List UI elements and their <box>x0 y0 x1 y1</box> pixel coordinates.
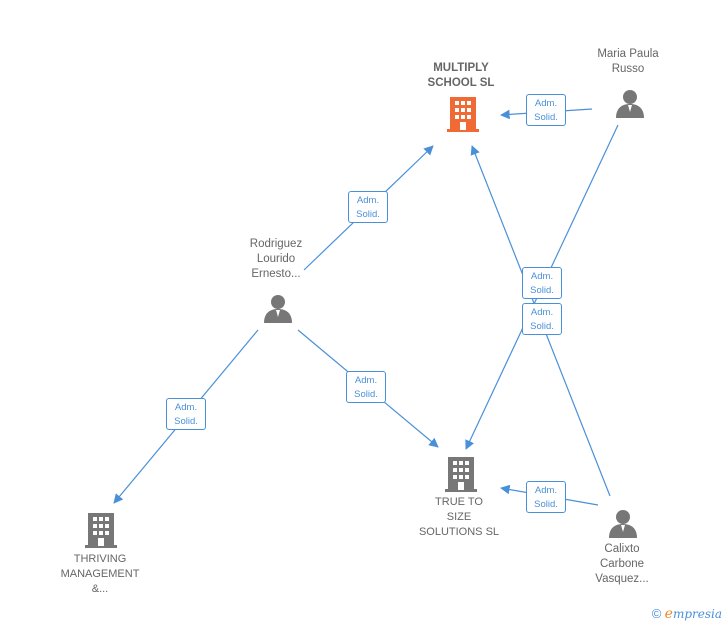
edge-label-calixto-truetosize: Adm. Solid. <box>526 481 566 513</box>
edge-label-maria-truetosize: Adm. Solid. <box>522 303 562 335</box>
node-label-rodriguez-lourido[interactable]: Rodriguez Lourido Ernesto... <box>249 238 303 280</box>
edge-label-rodriguez-truetosize: Adm. Solid. <box>346 371 386 403</box>
node-label-calixto-carbone[interactable]: Calixto Carbone Vasquez... <box>595 543 649 585</box>
copyright-symbol: © <box>651 606 662 621</box>
node-label-thriving-management[interactable]: THRIVING MANAGEMENT &... <box>60 553 140 595</box>
person-icon[interactable] <box>608 508 638 538</box>
brand-name: empresia <box>664 606 722 622</box>
building-icon[interactable] <box>445 456 477 492</box>
person-icon[interactable] <box>263 293 293 323</box>
edge-label-calixto-multiply: Adm. Solid. <box>522 267 562 299</box>
edge-label-rodriguez-thriving: Adm. Solid. <box>166 398 206 430</box>
building-icon[interactable] <box>447 96 479 132</box>
empresia-watermark: © empresia <box>652 606 722 622</box>
edge-label-maria-multiply: Adm. Solid. <box>526 94 566 126</box>
node-label-maria-paula-russo[interactable]: Maria Paula Russo <box>597 48 659 75</box>
person-icon[interactable] <box>615 88 645 118</box>
node-label-true-to-size[interactable]: TRUE TO SIZE SOLUTIONS SL <box>418 496 500 538</box>
building-icon[interactable] <box>85 512 117 548</box>
node-label-multiply-school[interactable]: MULTIPLY SCHOOL SL <box>427 62 495 89</box>
edge-label-rodriguez-multiply: Adm. Solid. <box>348 191 388 223</box>
